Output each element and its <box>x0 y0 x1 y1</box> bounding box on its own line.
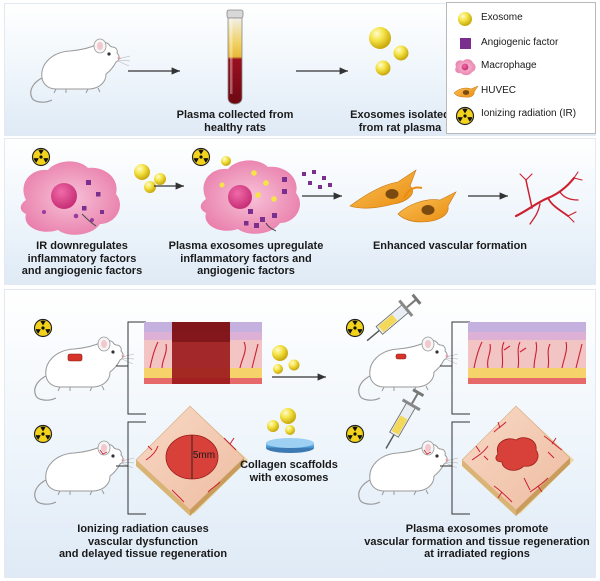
exosomes-isolated-caption: Exosomes isolated from rat plasma <box>350 109 450 134</box>
radiation-icon <box>455 106 475 126</box>
wounded-rat-right <box>358 440 459 505</box>
exosome-particle <box>369 27 391 49</box>
plasma-tube-icon <box>226 9 244 105</box>
irradiated-skin-section <box>144 322 262 384</box>
legend-item-ionizing-radiation: Ionizing radiation (IR) <box>447 106 597 126</box>
legend-label-exosome: Exosome <box>481 12 523 23</box>
exosome-particle <box>285 425 295 435</box>
exosome-cluster <box>267 408 296 435</box>
treated-skin-patch <box>395 353 407 360</box>
exosome-particle <box>134 164 150 180</box>
exosome-particle <box>154 173 166 185</box>
enhanced-vascular-caption: Enhanced vascular formation <box>372 240 528 252</box>
collagen-scaffold-icon <box>266 438 314 453</box>
isolated-exosomes-group <box>369 27 409 76</box>
exosome-particle <box>393 45 409 61</box>
exosome-particle <box>272 345 288 361</box>
irradiated-macrophage <box>20 161 121 235</box>
legend-item-exosome: Exosome <box>447 10 597 28</box>
legend-item-angiogenic-factor: Angiogenic factor <box>447 35 597 53</box>
arrow-tube-to-exosomes <box>296 67 348 75</box>
wound-tissue-block-left <box>135 405 248 516</box>
arrow-to-treated-macrophage <box>154 182 184 190</box>
wound-size-label: 5mm <box>192 450 216 461</box>
wound-tissue-block-right <box>461 405 574 516</box>
exosome-treated-macrophage <box>200 156 301 234</box>
ir-vascular-dysfunction-caption: Ionizing radiation causes vascular dysfu… <box>58 523 228 560</box>
exosome-particle <box>273 364 283 374</box>
legend-label-macrophage: Macrophage <box>481 60 537 71</box>
irradiated-rat-left <box>34 336 135 401</box>
collagen-scaffold-caption: Collagen scaffolds with exosomes <box>240 459 338 484</box>
zoom-bracket <box>116 321 146 415</box>
zoom-bracket <box>440 321 470 415</box>
huvec-icon <box>453 85 479 98</box>
exosome-particle <box>280 408 296 424</box>
ir-downregulates-caption: IR downregulates inflammatory factors an… <box>21 240 143 277</box>
exosome-icon <box>458 12 472 26</box>
healing-wound-area <box>495 437 539 471</box>
syringe-icon <box>366 293 422 342</box>
legend-label-angiogenic-factor: Angiogenic factor <box>481 37 559 48</box>
macrophage-icon <box>455 59 476 76</box>
exosome-particle <box>267 420 279 432</box>
legend-item-macrophage: Macrophage <box>447 58 597 76</box>
zoom-bracket <box>440 421 470 515</box>
rat-donor-illustration <box>30 38 131 103</box>
wounded-rat-left <box>34 440 135 505</box>
syringe-icon <box>385 388 425 449</box>
exosome-particle <box>144 181 156 193</box>
released-angiogenic-factors <box>302 170 332 189</box>
arrow-to-huvec <box>302 192 342 200</box>
regenerated-skin-section <box>468 322 586 384</box>
exosome-cluster <box>134 164 166 193</box>
arrow-to-treated-rat <box>272 373 326 381</box>
legend-label-huvec: HUVEC <box>481 85 517 96</box>
legend-label-ionizing-radiation: Ionizing radiation (IR) <box>481 108 577 119</box>
plasma-collected-caption: Plasma collected from healthy rats <box>176 109 294 134</box>
angiogenic-factor-icon <box>460 38 471 49</box>
exosome-cluster <box>272 345 300 374</box>
legend-box: Exosome Angiogenic factor Macrophage HUV… <box>446 2 596 134</box>
exosome-particle <box>288 359 300 371</box>
exosome-particle <box>375 60 391 76</box>
radiation-icon <box>33 318 53 338</box>
arrow-rat-to-tube <box>128 67 180 75</box>
treated-rat-right <box>358 336 459 401</box>
legend-item-huvec: HUVEC <box>447 83 597 101</box>
zoom-bracket <box>116 421 146 515</box>
radiation-icon <box>345 424 365 444</box>
arrow-to-vessels <box>468 192 508 200</box>
plasma-exosomes-promote-caption: Plasma exosomes promote vascular formati… <box>364 523 590 560</box>
huvec-cells <box>349 169 457 223</box>
plasma-exosomes-upregulate-caption: Plasma exosomes upregulate inflammatory … <box>168 240 324 277</box>
irradiated-skin-patch <box>67 353 83 362</box>
vascular-network <box>514 171 583 225</box>
